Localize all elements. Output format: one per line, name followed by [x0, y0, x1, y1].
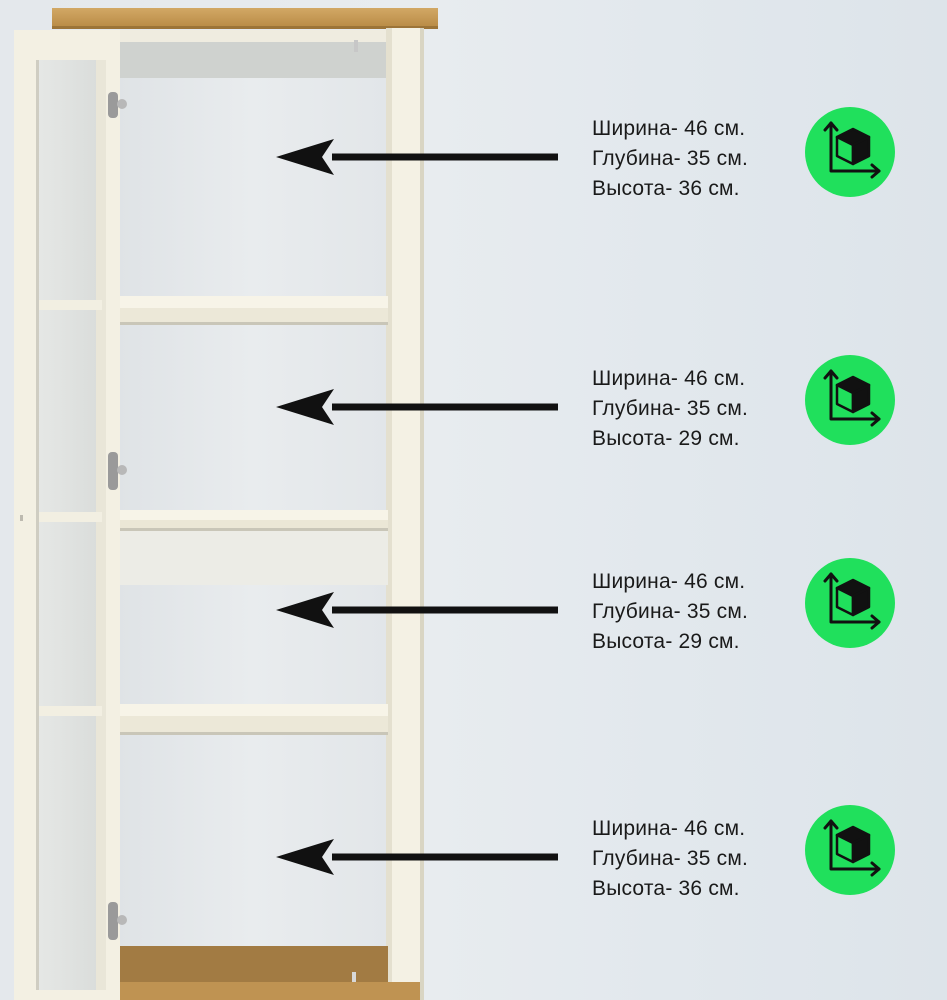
shelf-1: [118, 296, 388, 325]
dimensions-cube-icon: [805, 355, 895, 445]
shelf-1-depth: Глубина- 35 см.: [592, 147, 749, 170]
arrow-shelf-2: [276, 389, 558, 425]
arrow-shelf-1: [276, 139, 558, 175]
cabinet-interior: [118, 40, 388, 950]
shelf-1-height: Высота- 36 см.: [592, 177, 740, 200]
shelf-2: [118, 510, 388, 585]
arrow-shelf-4: [276, 839, 558, 875]
cabinet-bottom: [118, 946, 388, 982]
hinge-middle: [108, 452, 127, 490]
shelf-1-width: Ширина- 46 см.: [592, 117, 746, 140]
shelf-4-height: Высота- 36 см.: [592, 877, 740, 900]
shelf-4-depth: Глубина- 35 см.: [592, 847, 749, 870]
shelf-4-width: Ширина- 46 см.: [592, 817, 746, 840]
cabinet-right-frame: [386, 28, 424, 1000]
wood-top: [52, 8, 438, 28]
shelf-2-dimensions: Ширина- 46 см. Глубина- 35 см. Высота- 2…: [592, 364, 792, 454]
hinge-bottom: [108, 902, 127, 940]
dimensions-cube-icon: [805, 805, 895, 895]
shelf-4-dimensions: Ширина- 46 см. Глубина- 35 см. Высота- 3…: [592, 814, 792, 904]
shelf-2-height: Высота- 29 см.: [592, 427, 740, 450]
shelf-3-height: Высота- 29 см.: [592, 630, 740, 653]
shelf-2-width: Ширина- 46 см.: [592, 367, 746, 390]
shelf-3-width: Ширина- 46 см.: [592, 570, 746, 593]
shelf-2-depth: Глубина- 35 см.: [592, 397, 749, 420]
shelf-3-depth: Глубина- 35 см.: [592, 600, 749, 623]
hinge-top: [108, 92, 127, 118]
glass-door: [14, 30, 120, 1000]
dimensions-cube-icon: [805, 558, 895, 648]
shelf-3: [118, 704, 388, 735]
shelf-1-dimensions: Ширина- 46 см. Глубина- 35 см. Высота- 3…: [592, 114, 792, 204]
dimensions-cube-icon: [805, 107, 895, 197]
shelf-3-dimensions: Ширина- 46 см. Глубина- 35 см. Высота- 2…: [592, 567, 792, 657]
arrow-shelf-3: [276, 592, 558, 628]
